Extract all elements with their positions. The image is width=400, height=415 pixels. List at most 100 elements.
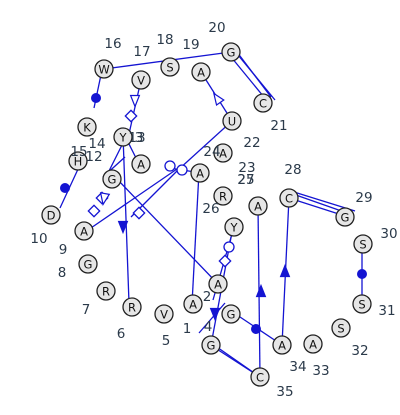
pair-ring-marker — [223, 241, 235, 253]
nucleotide-circle — [221, 42, 241, 62]
nucleotide-circle — [303, 334, 323, 354]
position-label: 4 — [204, 319, 213, 335]
pair-dot-marker — [251, 324, 261, 334]
nucleotide-circle — [131, 154, 151, 174]
nucleotide-letter: A — [309, 338, 317, 352]
nucleotide-letter: A — [254, 200, 262, 214]
nucleotide-letter: A — [219, 147, 227, 161]
nucleotide-circle — [352, 294, 372, 314]
nucleotide: A — [303, 334, 323, 354]
nucleotide: A — [74, 221, 94, 241]
nucleotide: G — [221, 304, 241, 324]
position-label: 21 — [270, 118, 287, 134]
pair-dot-marker — [91, 93, 101, 103]
position-label: 35 — [276, 384, 293, 400]
nucleotide: D — [41, 205, 61, 225]
link-line — [122, 134, 130, 304]
nucleotide-circle — [191, 62, 211, 82]
position-label: 30 — [380, 226, 397, 242]
nucleotide: S — [353, 234, 373, 254]
nucleotide: U — [222, 111, 242, 131]
nucleotide: K — [77, 117, 97, 137]
position-label: 19 — [182, 37, 199, 53]
position-label: 6 — [117, 326, 126, 342]
nucleotide: C — [279, 188, 299, 208]
position-label: 7 — [82, 302, 91, 318]
position-label: 31 — [378, 303, 395, 319]
nucleotide-letter: Y — [229, 221, 238, 235]
nucleotide-circle — [250, 367, 270, 387]
nucleotide-circle — [154, 304, 174, 324]
nucleotide-letter: A — [80, 225, 88, 239]
nucleotide-circle — [353, 234, 373, 254]
position-label: 24 — [203, 144, 220, 160]
nucleotide-letter: C — [259, 97, 267, 111]
position-label: 17 — [133, 44, 150, 60]
nucleotide: A — [248, 196, 268, 216]
position-label: 23 — [238, 160, 255, 176]
nucleotide-letter: C — [285, 192, 293, 206]
nucleotide-letter: A — [197, 66, 205, 80]
link-line — [177, 120, 233, 171]
nucleotide-letter: D — [47, 209, 56, 223]
pair-triangle-marker — [117, 220, 129, 235]
pair-ring-marker — [164, 160, 176, 172]
nucleotide: A — [190, 163, 210, 183]
nucleotide-letter: A — [189, 298, 197, 312]
nucleotide-letter: R — [102, 285, 110, 299]
position-label: 16 — [104, 36, 121, 52]
nucleotide-letter: G — [84, 258, 93, 272]
link-line — [191, 171, 200, 305]
position-label: 32 — [351, 343, 368, 359]
nucleotide: G — [221, 42, 241, 62]
nucleotide-circle — [253, 93, 273, 113]
nucleotide: R — [213, 186, 233, 206]
position-label: 25 — [237, 172, 254, 188]
nucleotide-circle — [160, 57, 180, 77]
nucleotide-circle — [183, 294, 203, 314]
link-line — [87, 168, 178, 231]
nucleotide-circle — [77, 117, 97, 137]
pair-diamond-marker — [132, 206, 146, 220]
position-label: 3 — [135, 130, 144, 146]
nucleotide-circle — [331, 318, 351, 338]
nucleotide-circle — [222, 111, 242, 131]
pair-triangle-marker — [255, 283, 267, 298]
pair-dot-marker — [60, 183, 70, 193]
nucleotide-letter: G — [108, 173, 117, 187]
nucleotide-letter: G — [207, 339, 216, 353]
nucleotide-letter: U — [228, 115, 236, 129]
nucleotide-letter: C — [256, 371, 264, 385]
nucleotide-circle — [78, 254, 98, 274]
nucleotide: W — [94, 59, 114, 79]
nucleotide-letter: S — [358, 298, 365, 312]
nucleotide-circle — [41, 205, 61, 225]
nucleotide: A — [208, 274, 228, 294]
position-label: 9 — [59, 242, 68, 258]
nucleotide: Y — [224, 217, 244, 237]
nucleotide: G — [78, 254, 98, 274]
nucleotide: H — [68, 151, 88, 171]
position-label: 15 — [70, 144, 87, 160]
link-line — [116, 178, 219, 285]
nucleotide-circle — [213, 186, 233, 206]
nucleotide: A — [213, 143, 233, 163]
link-line — [236, 51, 272, 98]
pair-triangle-marker — [129, 94, 141, 109]
position-label: 22 — [243, 135, 260, 151]
nucleotide-letter: K — [83, 121, 91, 135]
position-label: 8 — [58, 265, 67, 281]
position-label: 33 — [312, 363, 329, 379]
pair-diamond-marker — [124, 109, 138, 123]
pair-diamond-marker — [87, 204, 101, 218]
position-label: 34 — [289, 359, 306, 375]
nucleotide: A — [272, 335, 292, 355]
nucleotide: G — [335, 207, 355, 227]
nucleotide-circle — [74, 221, 94, 241]
nucleotide-letter: G — [227, 46, 236, 60]
nucleotide-circle — [213, 143, 233, 163]
position-label: 18 — [156, 32, 173, 48]
nucleotide: G — [201, 335, 221, 355]
